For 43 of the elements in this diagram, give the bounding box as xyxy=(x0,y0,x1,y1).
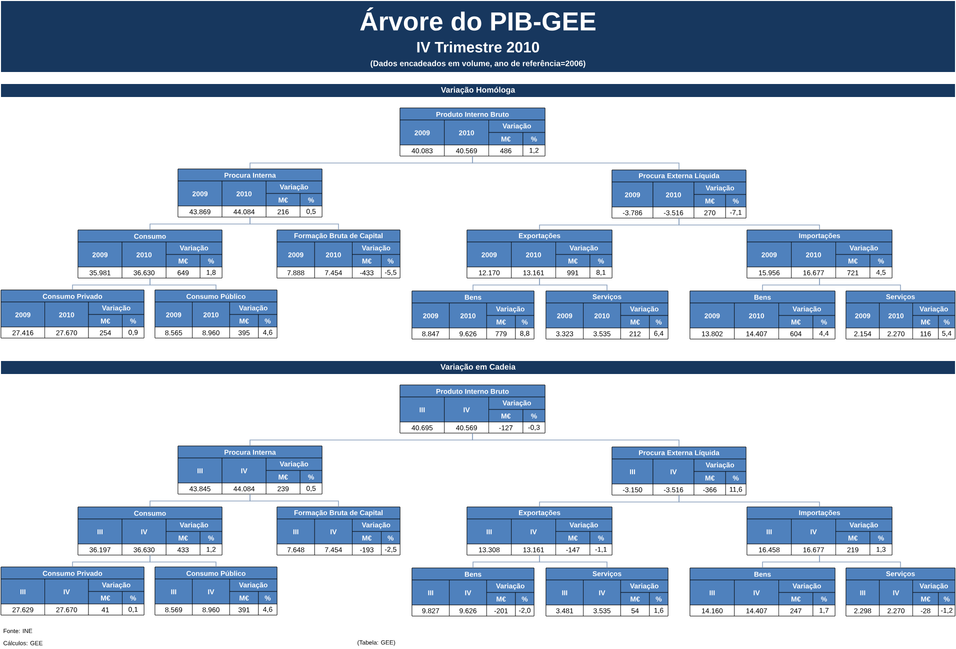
connector-line xyxy=(150,278,216,290)
data-table xyxy=(154,290,278,338)
connector-line xyxy=(819,554,901,568)
data-table xyxy=(412,568,534,616)
connector-line xyxy=(472,432,680,448)
data-table xyxy=(400,108,546,156)
data-table xyxy=(178,446,322,494)
data-table xyxy=(0,566,144,616)
connector-line xyxy=(678,494,820,508)
data-table xyxy=(690,290,836,340)
connector-line xyxy=(472,156,680,170)
data-table xyxy=(746,506,892,556)
data-table xyxy=(276,506,400,556)
data-table xyxy=(846,290,956,340)
data-table xyxy=(466,506,612,556)
connector-line xyxy=(819,278,901,292)
data-table xyxy=(612,170,746,218)
subtitle: IV Trimestre 2010 xyxy=(417,42,540,52)
title: Árvore do PIB-GEE xyxy=(360,7,596,31)
data-table xyxy=(690,568,836,616)
connector-line xyxy=(539,554,608,568)
connector-line xyxy=(250,216,339,230)
data-table xyxy=(0,290,144,338)
data-table xyxy=(466,230,612,278)
connector-line xyxy=(678,218,820,230)
data-table xyxy=(746,230,892,278)
section-header: Variação em Cadeia xyxy=(1,361,955,374)
data-table xyxy=(546,568,668,616)
data-table xyxy=(612,446,746,496)
connector-line xyxy=(539,278,608,292)
section-header: Variação Homóloga xyxy=(1,84,955,97)
data-table xyxy=(546,290,668,340)
note: (Dados encadeados em volume, ano de referência=2006) xyxy=(370,60,586,68)
data-table xyxy=(154,566,278,616)
connector-line xyxy=(150,554,216,568)
data-table xyxy=(178,168,322,218)
connector-line xyxy=(250,494,339,508)
data-table xyxy=(276,230,400,278)
data-table xyxy=(400,384,546,434)
data-table xyxy=(78,506,222,556)
data-table xyxy=(846,568,956,616)
data-table xyxy=(412,290,534,340)
data-table xyxy=(78,230,222,278)
